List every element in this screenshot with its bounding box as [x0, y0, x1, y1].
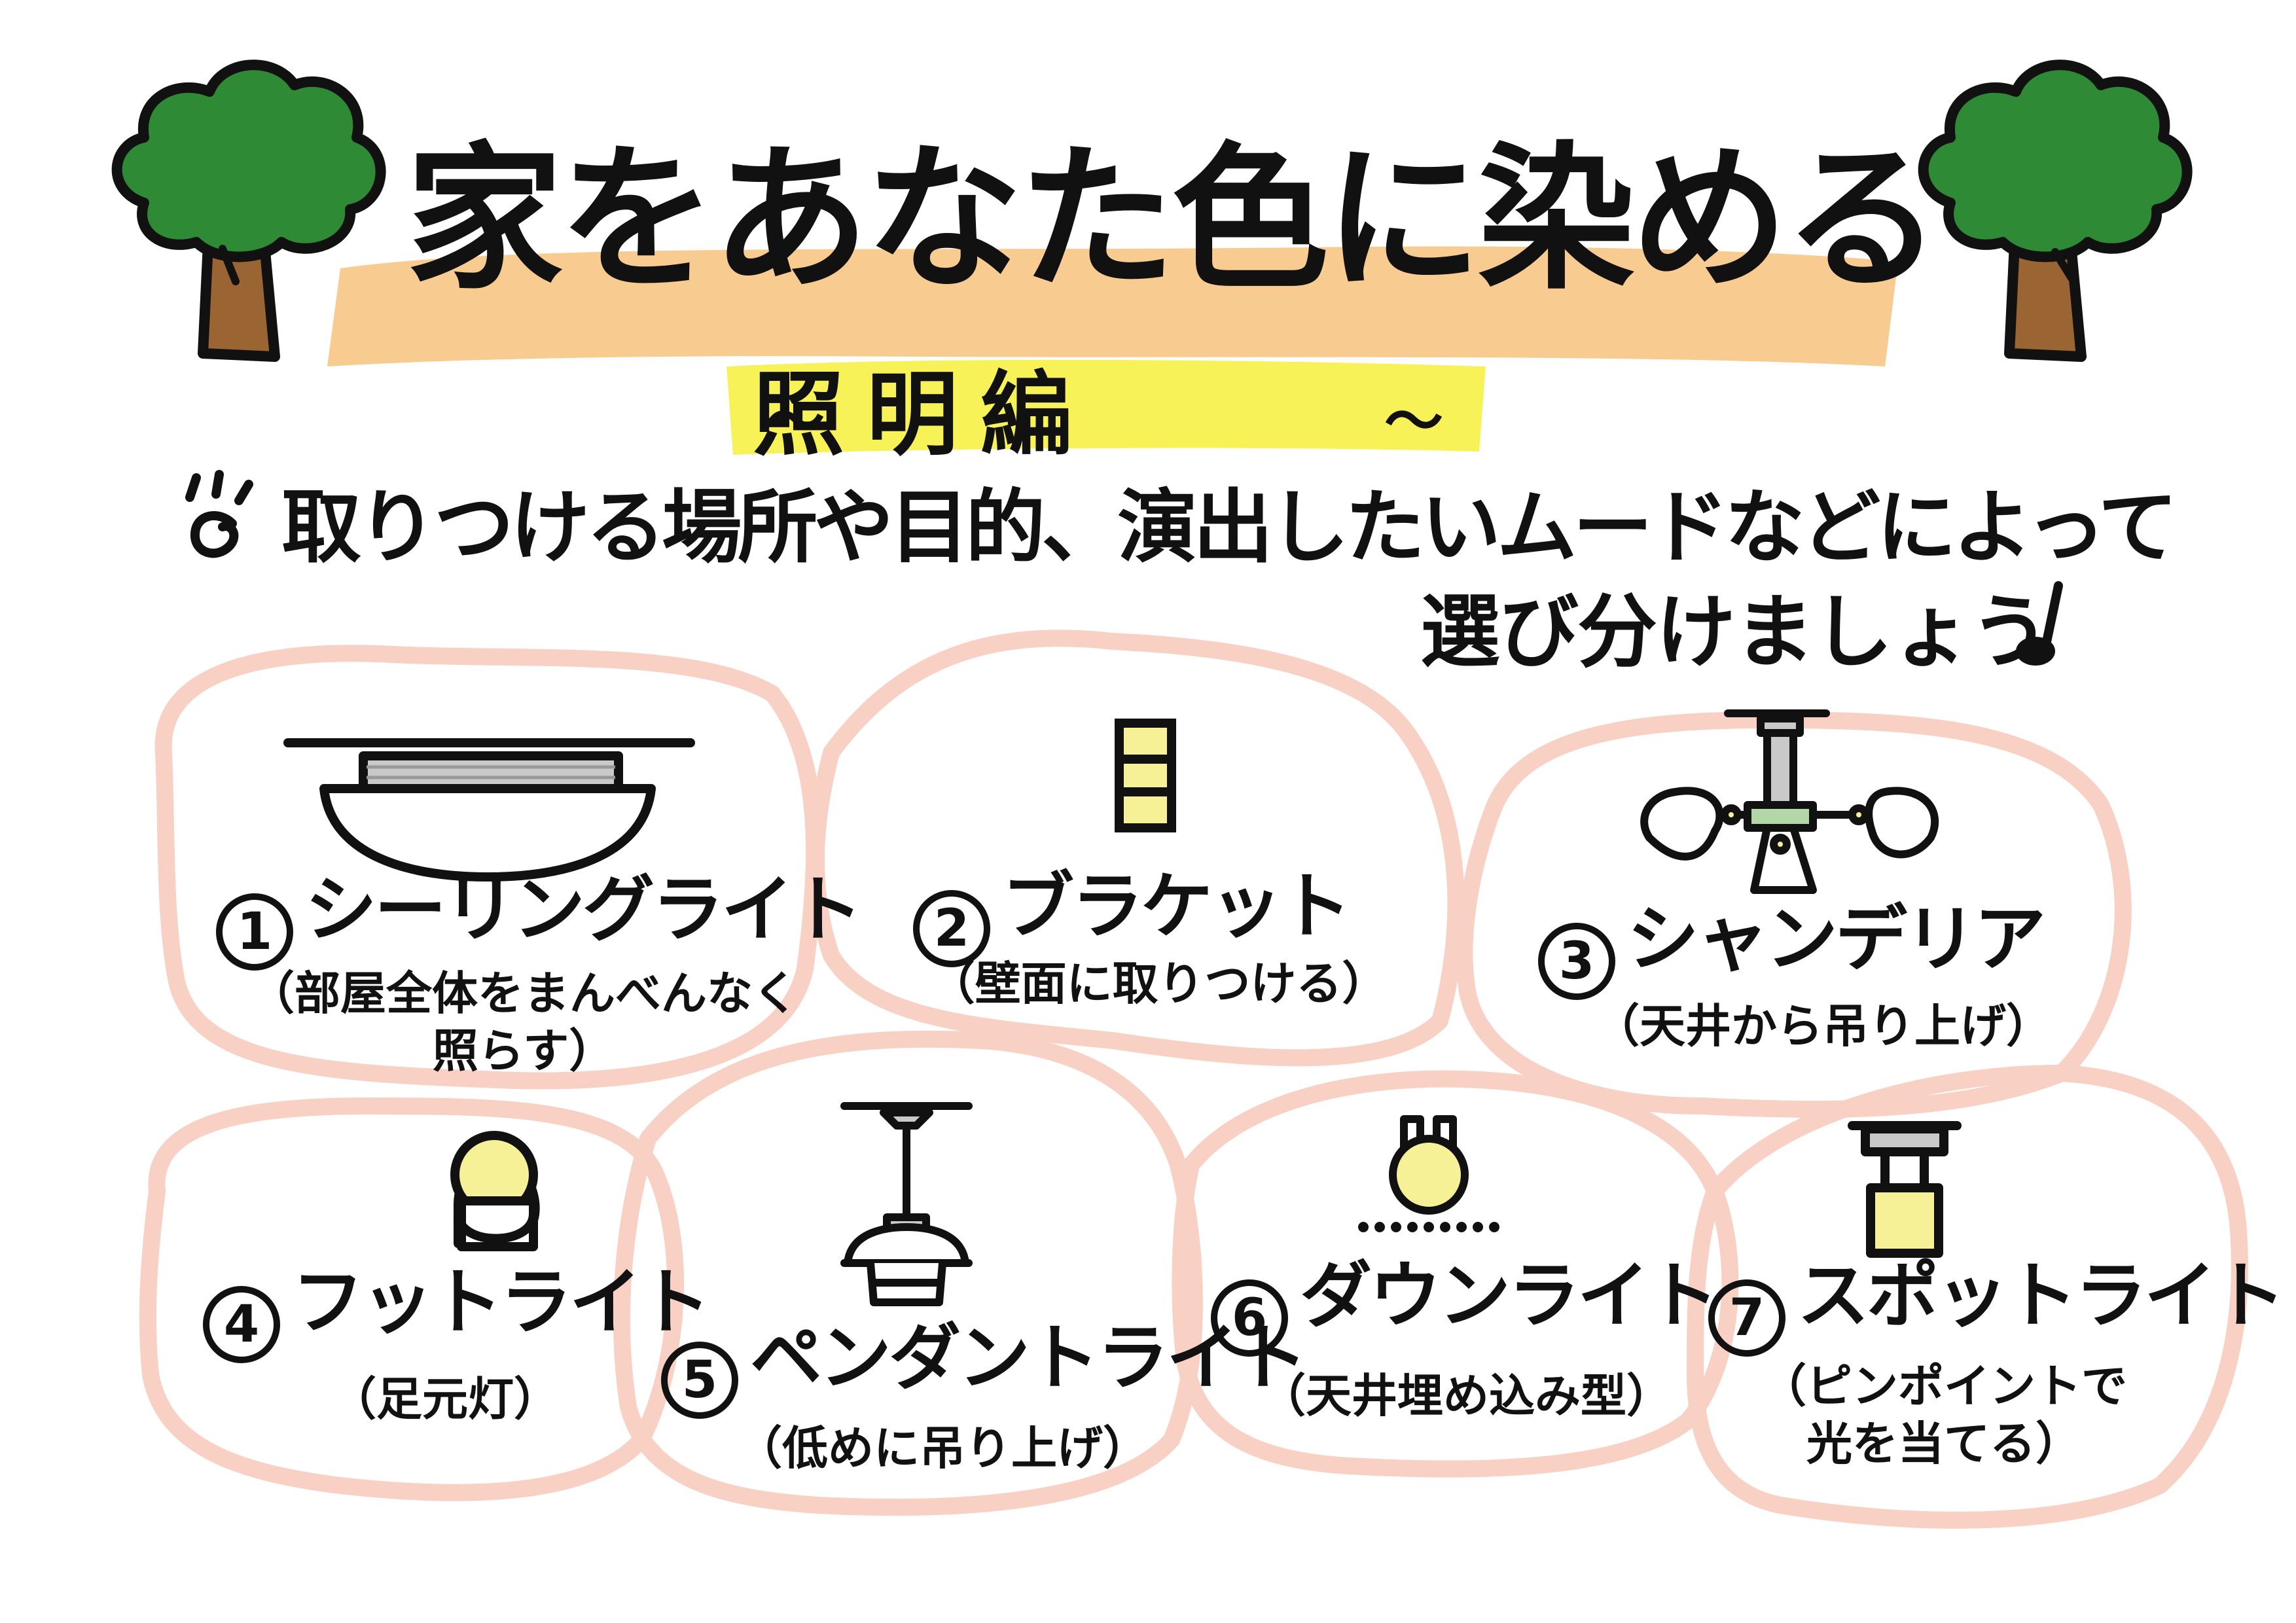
intro-line-2: 選び分けましょう [1420, 586, 2050, 679]
tree-icon-right [1918, 60, 2193, 362]
intro-line-1: 取りつける場所や目的、演出したいムードなどによって [281, 481, 2178, 574]
chandelier-icon [1640, 709, 1939, 894]
bracket-light-icon [1115, 719, 1176, 832]
item-note: （足元灯） [331, 1372, 560, 1426]
subtitle-highlight [726, 359, 1486, 455]
note-icon [2016, 581, 2063, 666]
page-subtitle: 照明編 [753, 362, 1095, 469]
blob-ceiling-light [154, 645, 823, 1090]
item-number: 5 [661, 1341, 738, 1419]
blob-pendant-light [613, 1030, 1203, 1516]
item-name: フットライト [292, 1260, 711, 1344]
title-highlight [327, 246, 1898, 366]
item-name: シャンデリア [1627, 897, 2046, 981]
swirl-bullet-icon [185, 470, 253, 558]
item-name: ブラケット [1002, 865, 1352, 948]
blob-bracket [807, 630, 1465, 1067]
item-note: （低めに吊り上げ） [736, 1421, 1149, 1475]
item-number: 4 [203, 1285, 280, 1363]
item-name: ダウンライト [1300, 1254, 1719, 1338]
item-number: 1 [216, 893, 293, 971]
item-note: （ピンポイントで 光を当てる） [1761, 1359, 2127, 1471]
item-name: シーリングライト [305, 868, 863, 952]
blob-spot-light [1687, 1065, 2248, 1529]
item-number: 3 [1538, 922, 1615, 1000]
item-note: （壁面に取りつける） [929, 957, 1388, 1010]
spot-light-icon [1848, 1121, 1962, 1258]
item-number: 2 [913, 889, 990, 967]
item-note: （天井埋め込み型） [1260, 1369, 1672, 1423]
blob-foot-light [139, 1097, 685, 1501]
foot-light-icon [450, 1131, 540, 1251]
page-title: 家をあなた色に染める [406, 128, 1941, 311]
item-note: （天井から吊り上げ） [1594, 999, 2052, 1053]
down-light-icon [1358, 1115, 1499, 1232]
item-note: （部屋全体をまんべんなく 照らす） [249, 967, 798, 1078]
subtitle-dash-left: ～ [766, 387, 825, 456]
tree-icon-left [111, 60, 386, 362]
item-number: 7 [1708, 1279, 1785, 1357]
item-name: スポットライト [1797, 1254, 2286, 1338]
item-number: 6 [1211, 1279, 1288, 1357]
pendant-light-icon [840, 1102, 973, 1306]
ceiling-light-icon [283, 738, 695, 882]
subtitle-dash-right: ～ [1384, 387, 1443, 456]
